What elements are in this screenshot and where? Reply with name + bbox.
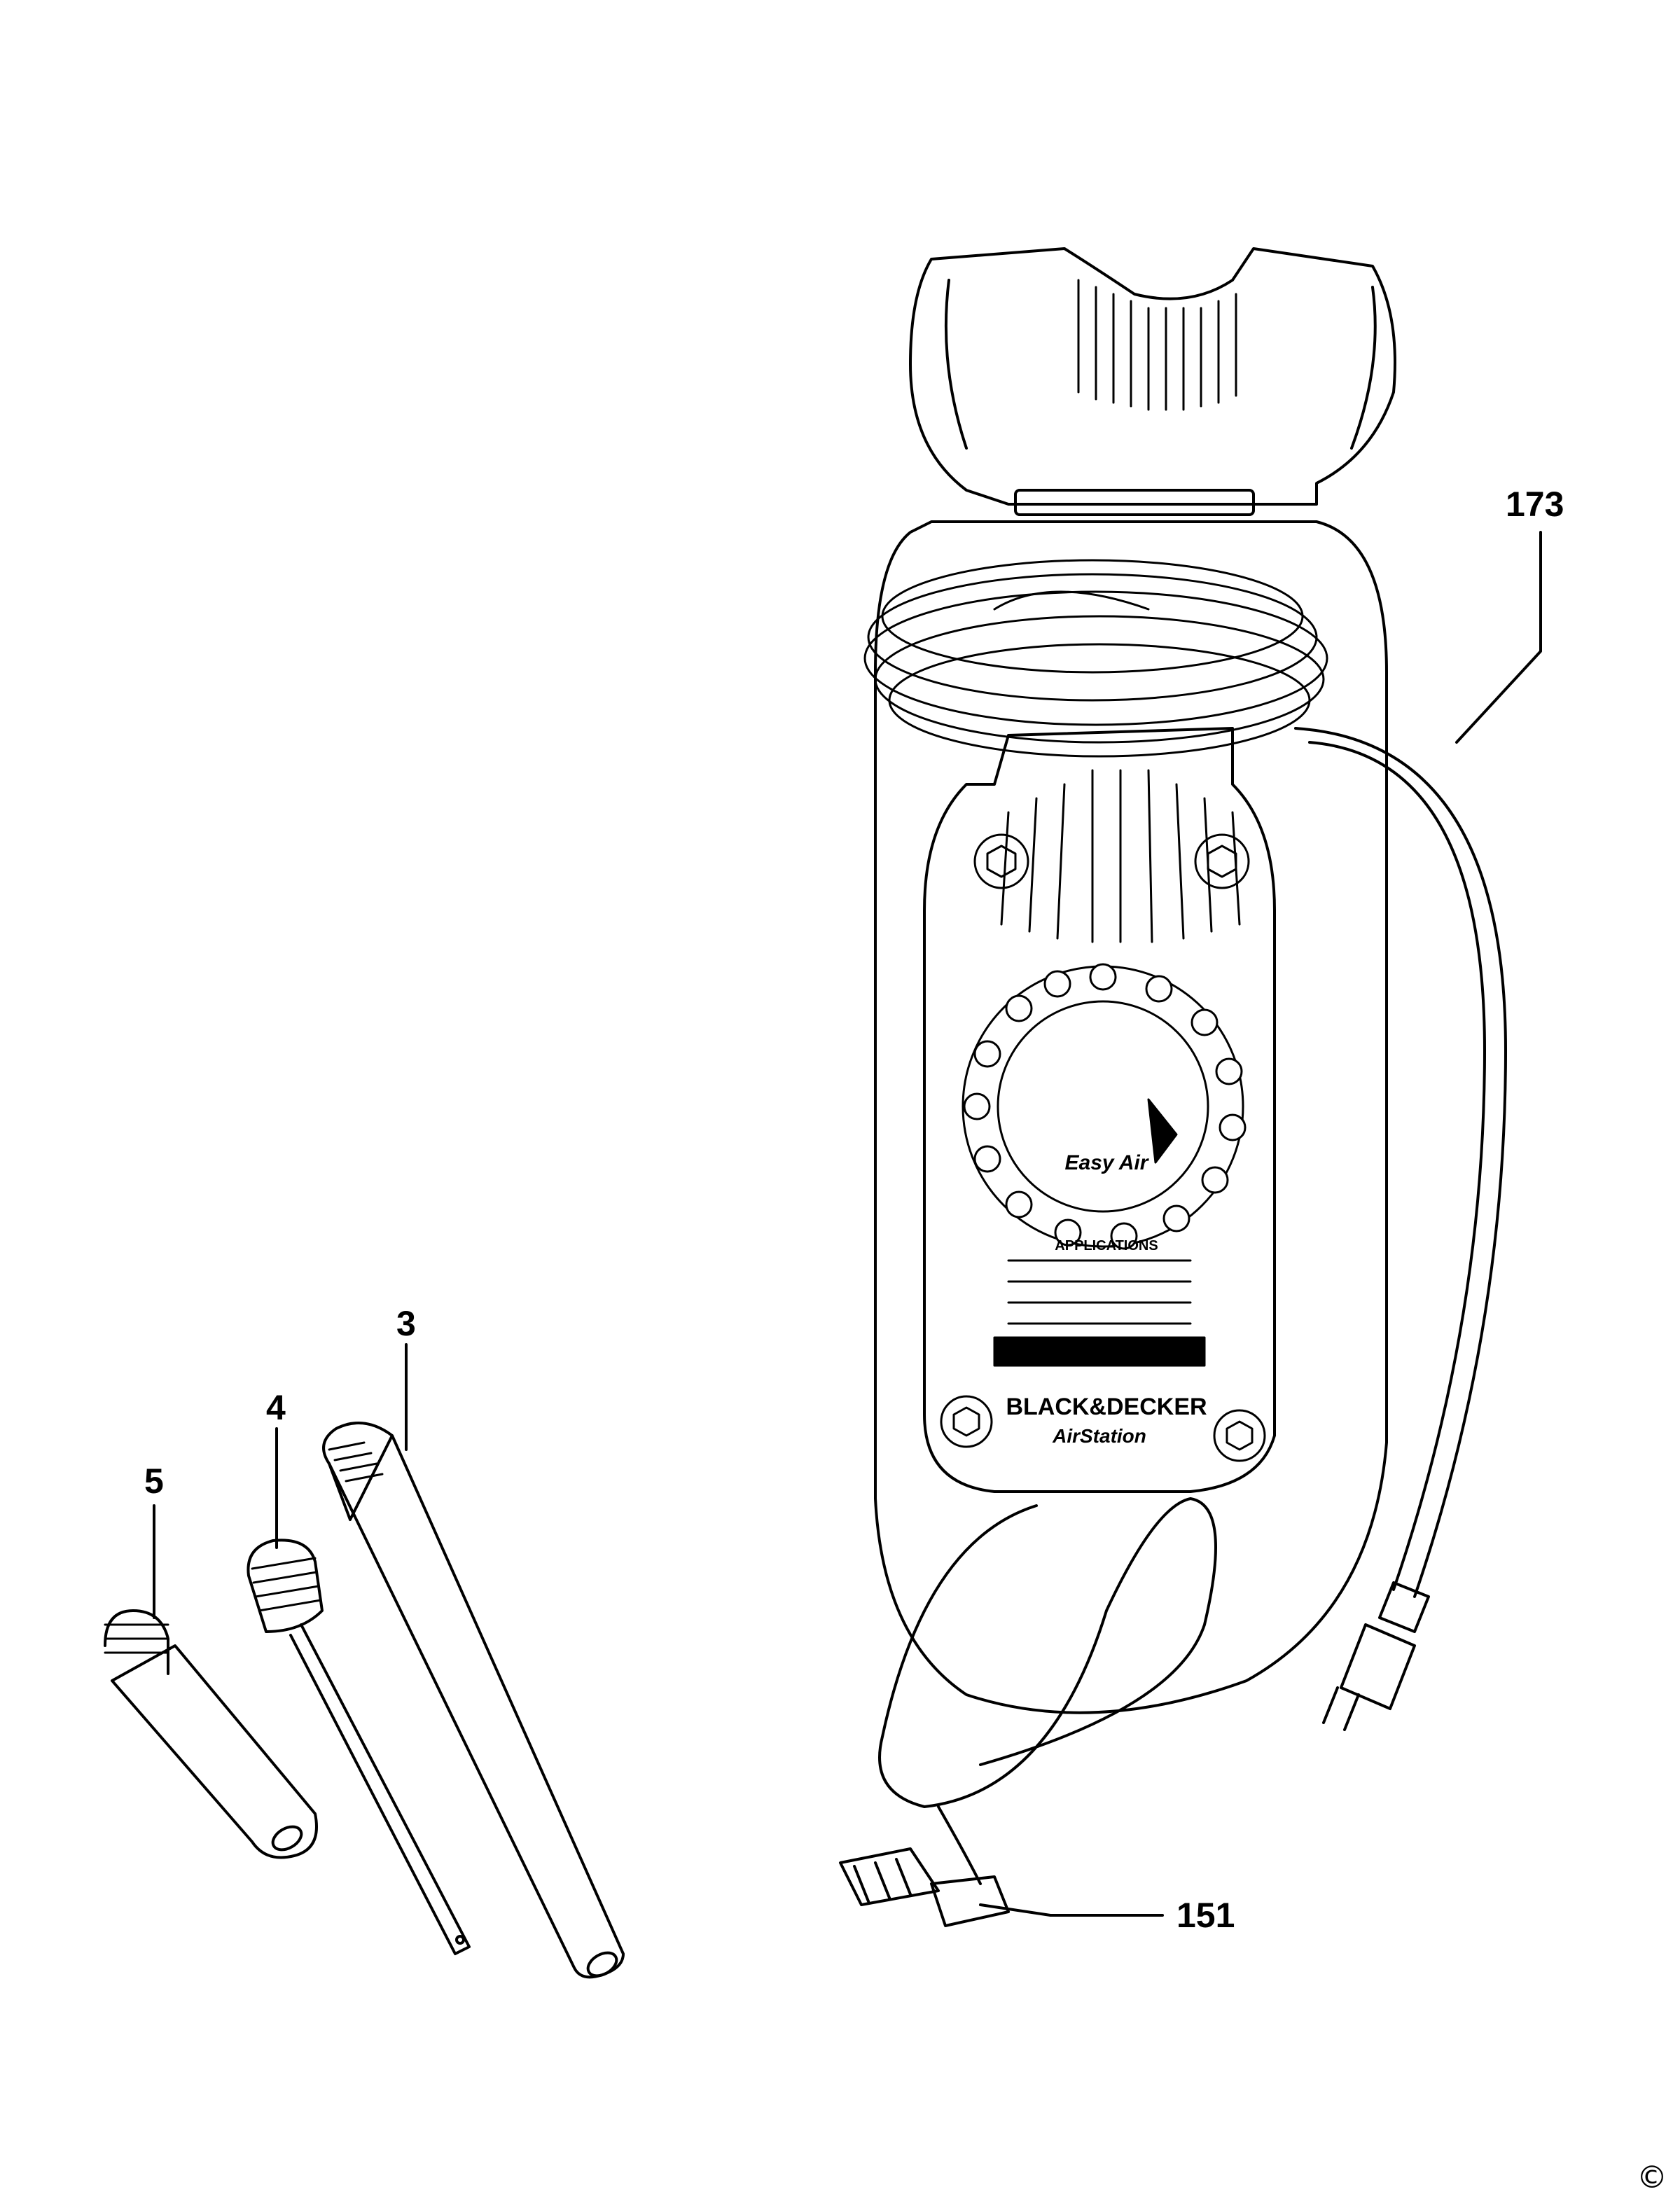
leader-173: [1455, 531, 1542, 744]
air-station-unit: Easy Air APPLICATIONS BLACK&DECKER AirSt…: [839, 247, 1542, 1927]
leader-151: [979, 1903, 1164, 1917]
brand-logo: BLACK&DECKER: [1006, 1394, 1207, 1420]
adapter-nozzle-3: [322, 1343, 625, 1979]
power-plug: [1322, 1581, 1430, 1731]
applications-chart: [993, 1259, 1206, 1367]
hose-chuck: [839, 1847, 1010, 1927]
needle-adapter-4: [247, 1427, 471, 1955]
callout-3: 3: [396, 1304, 416, 1343]
unit-lid: [909, 247, 1396, 506]
callout-4: 4: [266, 1388, 286, 1427]
pressure-dial: [962, 963, 1247, 1250]
dial-brand: Easy Air: [1065, 1151, 1150, 1174]
air-hose: [878, 1497, 1217, 1808]
callout-173: 173: [1506, 485, 1564, 524]
hinge-bar: [1014, 489, 1255, 516]
lid-vents: [1077, 279, 1237, 411]
applications-title: APPLICATIONS: [1055, 1238, 1158, 1254]
unit-body: [874, 520, 1388, 1714]
panel-vents: [1000, 769, 1241, 943]
callout-5: 5: [144, 1461, 164, 1501]
model-logo: AirStation: [1052, 1425, 1146, 1447]
power-cord: [1294, 727, 1507, 1598]
adapter-5: [104, 1504, 318, 1859]
copyright-mark: ©: [1637, 2160, 1667, 2195]
front-panel: [923, 727, 1276, 1493]
hex-screws: [940, 833, 1266, 1462]
callout-151: 151: [1176, 1896, 1235, 1935]
coiled-cord: [863, 559, 1328, 758]
